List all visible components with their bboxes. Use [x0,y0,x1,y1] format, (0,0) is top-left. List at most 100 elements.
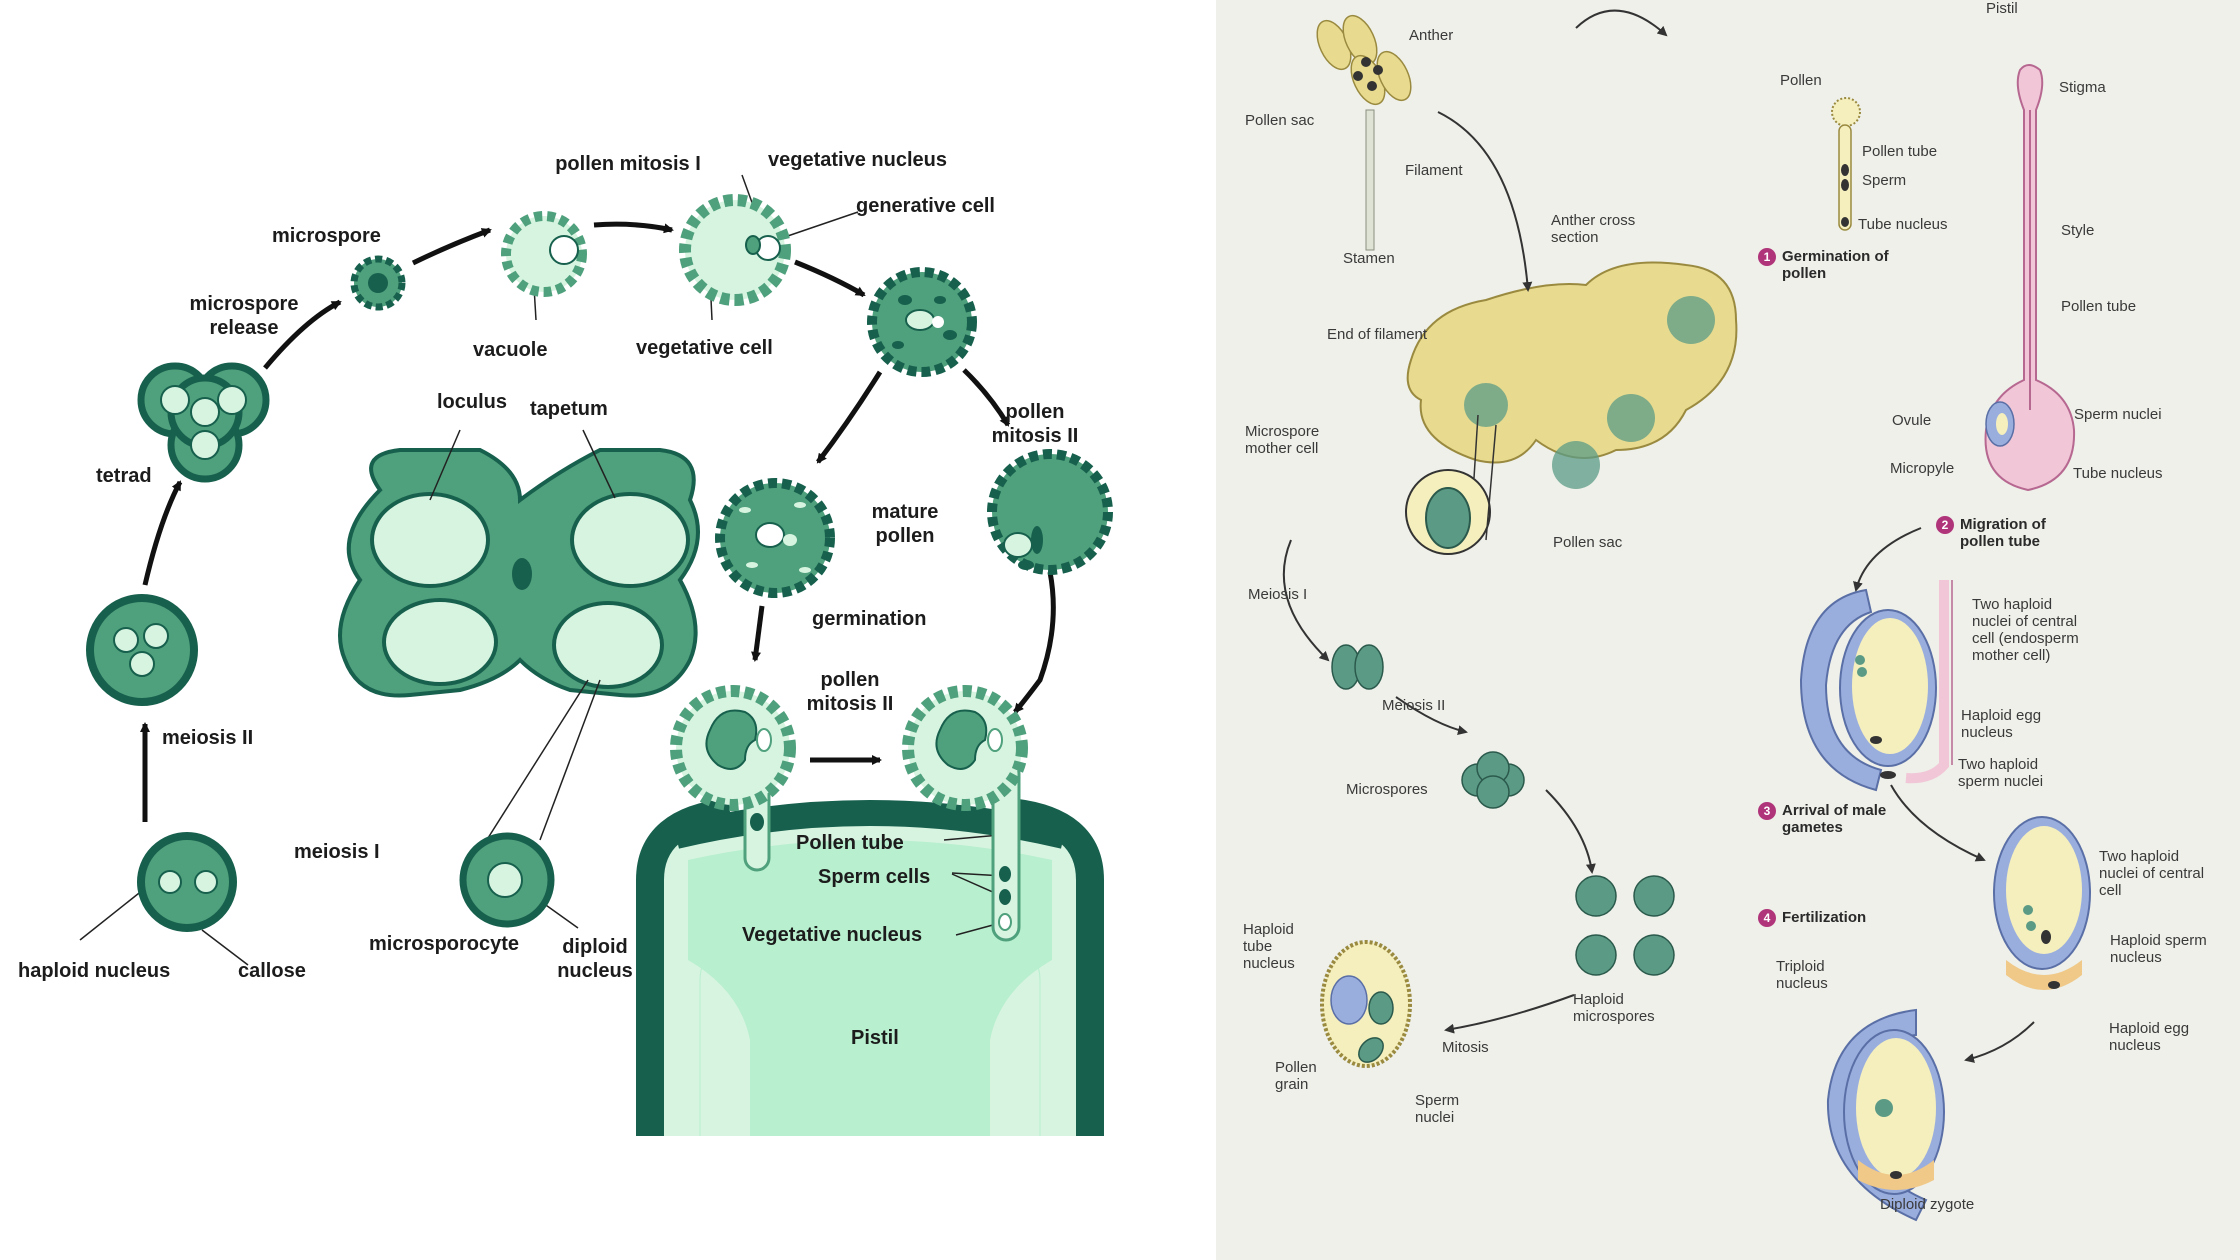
developing-pollen-cell [867,267,977,377]
pollen-tube-cell [902,685,1028,942]
step-1-badge: 1 [1758,248,1776,266]
step-4-text: Fertilization [1782,909,1867,926]
label-pollen-mitosis-2-mid: pollen mitosis II [806,669,894,715]
label-microspore-release: microspore release [189,293,299,339]
step-2-badge: 2 [1936,516,1954,534]
ovule-step-2 [1799,580,1953,792]
label-meiosis-2: meiosis II [162,727,254,749]
label-two-haploid-nuclei-endosperm: Two haploid nuclei of central cell (endo… [1972,596,2079,664]
meiosis-cell [86,594,198,706]
label-triploid-nucleus: Triploid nucleus [1776,958,1828,992]
label-pollen-mitosis-1: pollen mitosis I [555,153,701,175]
label-pollen-sac: Pollen sac [1553,534,1623,551]
step-3-badge: 3 [1758,802,1776,820]
label-sperm-nuclei-ovule: Sperm nuclei [2074,406,2162,423]
pollen-grain-drawing [1320,940,1412,1068]
microspore-cell [350,255,406,311]
label-stamen: Stamen [1343,250,1395,267]
step-2-label: 2 Migration of pollen tube [1936,516,2076,550]
label-style: Style [2061,222,2095,239]
pollen-mitosis-2-cell [987,449,1113,575]
label-haploid-microspores: Haploid microspores [1573,991,1655,1025]
step-2-text: Migration of pollen tube [1960,516,2046,550]
label-pollen-grain: Pollen grain [1275,1059,1317,1093]
label-microspore: microspore [272,225,381,247]
label-micropyle: Micropyle [1890,460,1955,477]
label-meiosis-1: Meiosis I [1248,586,1308,603]
step-4-badge: 4 [1758,909,1776,927]
label-ovule: Ovule [1892,412,1932,429]
ovule-step-3 [1993,816,2091,990]
label-sperm-cells: Sperm cells [818,866,931,888]
label-generative-cell: generative cell [856,195,995,217]
label-anther-cross-section: Anther cross section [1551,212,1636,246]
plant-reproduction-illustration [1282,9,2091,1222]
step-1-text: Germination of pollen [1782,248,1889,282]
label-microsporocyte: microsporocyte [369,933,520,955]
label-vacuole: vacuole [473,339,548,361]
pollen-development-illustration [79,174,1113,1136]
label-loculus: loculus [437,391,508,413]
anther-cross-section-drawing [1405,261,1738,555]
step-4-label: 4 Fertilization [1758,909,1898,927]
label-pollen-mitosis-2-right: pollen mitosis II [991,401,1079,447]
label-vegetative-nucleus: Vegetative nucleus [742,924,923,946]
vacuole-cell [501,211,587,297]
right-diagram-panel: Anther Pollen sac Filament Stamen Anther… [1216,0,2240,1260]
label-stigma: Stigma [2059,79,2106,96]
label-tetrad: tetrad [96,465,152,487]
label-pistil: Pistil [851,1027,899,1049]
pistil-inner [688,840,1052,1136]
label-microspores: Microspores [1346,781,1428,798]
step-3-text: Arrival of male gametes [1782,802,1887,836]
stamen-drawing [1316,14,1412,251]
label-tube-nucleus: Tube nucleus [2073,465,2163,482]
label-pollen-tube: Pollen tube [2061,298,2137,315]
label-end-of-filament: End of filament [1327,326,1428,343]
meiosis-cells-drawing [1331,644,1675,976]
label-germination: germination [812,608,927,630]
left-diagram-panel: pollen mitosis I vegetative nucleus gene… [18,149,1113,1136]
pistil-style-drawing [1984,64,2076,492]
mature-pollen-cell [715,478,835,598]
label-vegetative-nucleus-top: vegetative nucleus [768,149,947,171]
step-3-label: 3 Arrival of male gametes [1758,802,1898,836]
label-meiosis-1: meiosis I [294,841,380,863]
label-filament: Filament [1405,162,1463,179]
label-vegetative-cell: vegetative cell [636,337,773,359]
label-sperm-nuclei: Sperm nuclei [1415,1092,1460,1126]
label-haploid-egg-nucleus-2: Haploid egg nucleus [2109,1020,2190,1054]
label-pollen: Pollen [1780,72,1822,89]
step-1-label: 1 Germination of pollen [1758,248,1928,282]
label-pollen-tube-small: Pollen tube [1862,143,1938,160]
tetrad-cell [137,362,270,483]
label-microspore-mother-cell: Microspore mother cell [1245,423,1320,457]
ovule-step-4 [1826,1008,1945,1222]
label-pollen-sac-top: Pollen sac [1245,112,1315,129]
label-tapetum: tapetum [530,398,608,420]
germinating-pollen [670,685,796,872]
label-anther: Anther [1409,27,1454,44]
label-two-haploid-nuclei-central: Two haploid nuclei of central cell [2099,848,2205,899]
pistil-wall [636,798,1104,1136]
label-two-haploid-sperm-nuclei: Two haploid sperm nuclei [1958,756,2044,790]
label-mature-pollen: mature pollen [871,501,939,547]
label-diploid-zygote: Diploid zygote [1880,1196,1975,1213]
microsporocyte-cell [459,832,555,928]
germinating-pollen-small [1831,97,1861,231]
haploid-cell [137,832,237,932]
label-sperm: Sperm [1862,172,1907,189]
label-haploid-tube-nucleus: Haploid tube nucleus [1243,921,1295,972]
label-pistil: Pistil [1986,0,2018,17]
label-diploid-nucleus: diploid nucleus [557,936,633,982]
label-mitosis: Mitosis [1442,1039,1489,1056]
label-haploid-egg-nucleus-1: Haploid egg nucleus [1961,707,2042,741]
label-meiosis-2: Meiosis II [1382,697,1446,714]
pollen-mitosis-1-cell [679,194,791,306]
label-haploid-sperm-nucleus: Haploid sperm nucleus [2110,932,2207,966]
anther-cross-section [338,448,700,698]
label-haploid-nucleus: haploid nucleus [18,960,171,982]
label-callose: callose [238,960,306,982]
label-tube-nucleus-small: Tube nucleus [1858,216,1948,233]
label-pollen-tube: Pollen tube [796,832,904,854]
